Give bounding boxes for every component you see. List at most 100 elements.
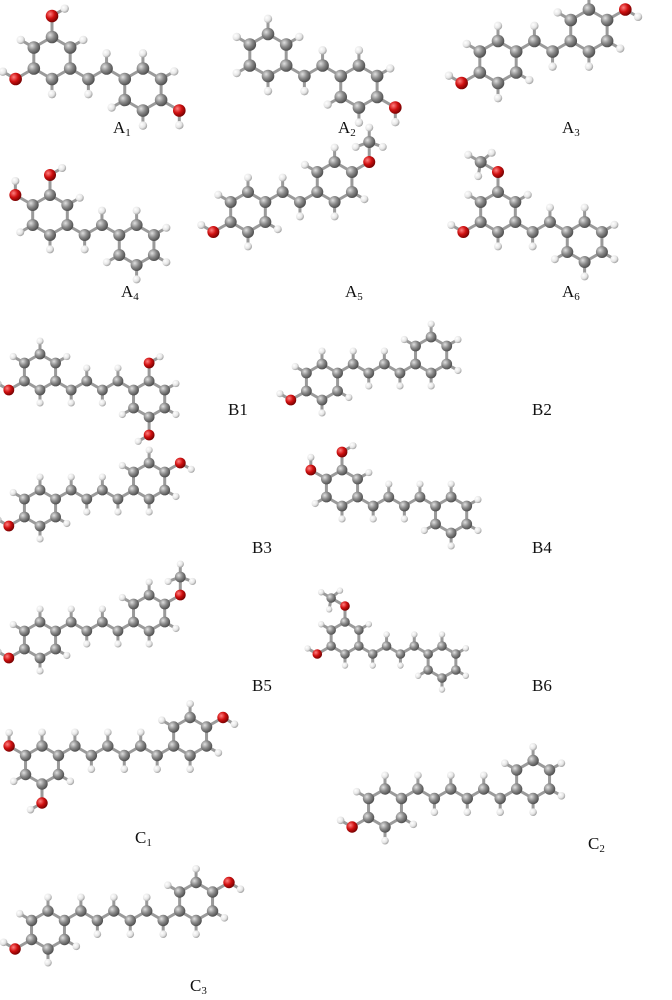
oxygen-atom — [207, 226, 220, 238]
hydrogen-atom — [136, 728, 145, 737]
hydrogen-atom — [414, 672, 422, 679]
hydrogen-atom — [381, 836, 389, 845]
hydrogen-atom — [496, 808, 504, 816]
carbon-atom — [595, 246, 608, 258]
carbon-atom — [347, 358, 359, 370]
hydrogen-atom — [276, 390, 284, 398]
molecule-B2 — [276, 320, 462, 417]
hydrogen-atom — [118, 593, 126, 602]
carbon-atom — [52, 768, 65, 781]
hydrogen-atom — [610, 220, 619, 229]
carbon-atom — [44, 229, 56, 241]
hydrogen-atom — [176, 560, 184, 568]
carbon-atom — [26, 199, 39, 211]
hydrogen-atom — [354, 118, 364, 127]
carbon-atom — [261, 27, 275, 41]
hydrogen-atom — [444, 71, 454, 80]
carbon-atom — [206, 886, 219, 898]
carbon-atom — [27, 41, 41, 54]
carbon-atom — [437, 641, 447, 651]
carbon-atom — [95, 219, 108, 231]
carbon-atom — [430, 518, 441, 530]
carbon-atom — [154, 72, 168, 86]
hydrogen-atom — [454, 366, 462, 375]
oxygen-atom — [3, 384, 15, 396]
carbon-atom — [328, 196, 341, 208]
carbon-atom — [96, 384, 108, 396]
hydrogen-atom — [454, 335, 462, 344]
hydrogen-atom — [67, 399, 75, 407]
carbon-atom — [63, 41, 77, 54]
hydrogen-atom — [311, 499, 319, 508]
carbon-atom — [352, 59, 366, 72]
carbon-atom — [352, 101, 366, 114]
hydrogen-atom — [172, 492, 180, 501]
carbon-atom — [113, 249, 126, 261]
label-subscript: 1 — [125, 127, 131, 139]
hydrogen-atom — [153, 765, 161, 773]
hydrogen-atom — [230, 720, 239, 728]
oxygen-atom — [217, 711, 229, 724]
hydrogen-atom — [341, 662, 349, 669]
carbon-atom — [34, 652, 46, 664]
hydrogen-atom — [232, 32, 241, 42]
label-subscript: 3 — [201, 985, 207, 997]
hydrogen-atom — [46, 245, 54, 254]
hydrogen-atom — [529, 743, 537, 751]
hydrogen-atom — [383, 631, 390, 638]
hydrogen-atom — [192, 865, 200, 873]
hydrogen-atom — [75, 193, 84, 202]
hydrogen-atom — [493, 21, 503, 31]
hydrogen-atom — [63, 352, 71, 361]
hydrogen-atom — [236, 885, 245, 893]
carbon-atom — [370, 90, 384, 104]
carbon-atom — [50, 511, 61, 523]
hydrogen-atom — [278, 173, 287, 182]
hydrogen-atom — [114, 364, 122, 372]
molecule-A6 — [447, 148, 619, 281]
hydrogen-atom — [83, 508, 91, 516]
carbon-atom — [81, 625, 93, 637]
hydrogen-atom — [11, 177, 20, 185]
hydrogen-atom — [134, 437, 142, 445]
molecule-A2 — [232, 14, 402, 127]
carbon-atom — [36, 778, 48, 790]
hydrogen-atom — [157, 716, 166, 724]
carbon-atom — [441, 340, 453, 352]
carbon-atom — [510, 764, 523, 776]
hydrogen-atom — [244, 173, 252, 182]
carbon-atom — [81, 375, 93, 387]
carbon-atom — [143, 589, 155, 601]
carbon-atom — [328, 156, 341, 168]
carbon-atom — [141, 905, 153, 917]
label-letter: A — [338, 118, 351, 137]
hydrogen-atom — [16, 35, 25, 45]
carbon-atom — [82, 72, 95, 86]
carbon-atom — [461, 518, 473, 530]
carbon-atom — [206, 905, 219, 917]
label-A4: A4 — [121, 282, 139, 303]
hydrogen-atom — [63, 651, 71, 660]
hydrogen-atom — [186, 765, 194, 773]
carbon-atom — [147, 229, 160, 241]
hydrogen-atom — [36, 473, 44, 481]
label-A3: A3 — [562, 118, 580, 139]
carbon-atom — [118, 72, 132, 86]
hydrogen-atom — [97, 206, 106, 215]
hydrogen-atom — [500, 759, 509, 767]
carbon-atom — [478, 783, 490, 795]
hydrogen-atom — [330, 143, 339, 152]
hydrogen-atom — [244, 242, 252, 251]
carbon-atom — [58, 933, 71, 946]
hydrogen-atom — [142, 893, 151, 902]
carbon-atom — [316, 394, 328, 406]
oxygen-atom — [619, 3, 632, 16]
molecule-A4 — [9, 164, 171, 284]
carbon-atom — [19, 511, 30, 523]
carbon-atom — [42, 905, 54, 917]
label-C2: C2 — [588, 834, 605, 855]
carbon-atom — [243, 59, 257, 72]
hydrogen-atom — [325, 606, 333, 613]
carbon-atom — [445, 527, 457, 539]
carbon-atom — [200, 740, 213, 752]
